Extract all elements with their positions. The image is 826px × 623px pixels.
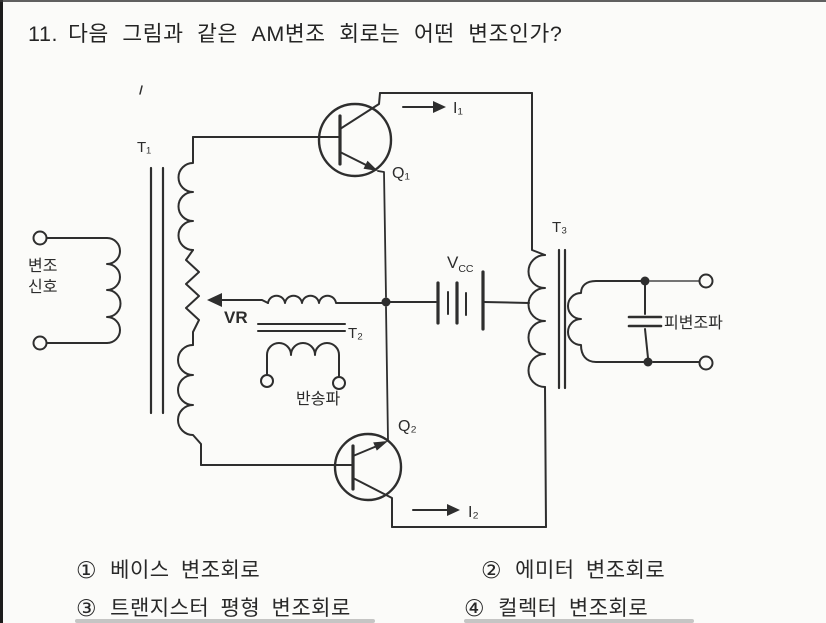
- q2-collector: [352, 477, 393, 528]
- q1-emitter-arrow: [363, 160, 378, 171]
- input-transformer-label: T₁: [137, 139, 151, 156]
- choice-4-marker: ④: [464, 595, 486, 621]
- output-label: 피변조파: [664, 314, 723, 332]
- input-terminal-bottom: [32, 335, 48, 351]
- input-terminal-top: [32, 230, 48, 246]
- output-primary-lead: [544, 386, 547, 528]
- scan-border-top: [0, 0, 826, 2]
- scan-artifact: [139, 85, 143, 95]
- output-terminal-top: [698, 273, 714, 289]
- q1-label: Q₁: [392, 165, 410, 182]
- junction-dot: [381, 297, 391, 307]
- transistor-q2: [333, 432, 403, 528]
- current-arrow-i1: [402, 101, 446, 113]
- carrier-terminal-left: [260, 374, 274, 388]
- scan-smudge-right: [464, 619, 694, 623]
- q1-collector: [339, 92, 381, 130]
- choice-3-marker: ③: [76, 595, 98, 621]
- choice-2-marker: ②: [481, 557, 503, 583]
- i2-label: I₂: [468, 504, 479, 521]
- output-transformer-label: T₃: [552, 219, 567, 236]
- choice-3: ③ 트랜지스터 평형 변조회로: [76, 592, 351, 622]
- emitter-rail-upper: [377, 170, 387, 298]
- output-primary-winding: [527, 254, 546, 388]
- vr-wiper: [207, 293, 269, 307]
- modulating-signal-label-line2: 신호: [28, 278, 57, 296]
- q2-label: Q₂: [398, 418, 417, 435]
- input-transformer-core: [149, 166, 165, 415]
- transistor-q1: [317, 92, 393, 178]
- question-text: 다음 그림과 같은 AM변조 회로는 어떤 변조인가?: [68, 22, 563, 46]
- right-rail: [531, 92, 546, 256]
- q2-emitter: [352, 445, 378, 457]
- output-network: [627, 273, 714, 371]
- current-arrow-i2: [412, 504, 460, 516]
- emitter-rail-lower: [385, 306, 389, 441]
- vr-label: VR: [224, 308, 248, 327]
- i1-label: I₁: [453, 100, 463, 117]
- output-node-bottom: [643, 357, 653, 367]
- choice-1: ① 베이스 변조회로: [76, 554, 260, 584]
- carrier-transformer: [257, 294, 383, 390]
- choice-4: ④ 컬렉터 변조회로: [464, 592, 648, 622]
- choice-1-marker: ①: [76, 557, 98, 583]
- battery-vcc: [389, 270, 530, 331]
- output-transformer: [527, 92, 649, 528]
- q1-emitter: [339, 151, 367, 166]
- carrier-input-winding: [266, 342, 340, 378]
- vcc-label: VCC: [447, 253, 474, 275]
- output-secondary-winding: [567, 280, 649, 363]
- modulating-signal-label-line1: 변조: [28, 257, 57, 275]
- carrier-series-winding: [267, 294, 383, 304]
- choice-4-label: 컬렉터 변조회로: [498, 597, 649, 620]
- output-terminal-bottom: [698, 355, 714, 371]
- input-secondary-winding: [177, 136, 202, 466]
- carrier-label: 반송파: [296, 390, 340, 408]
- question-number: 11.: [28, 22, 59, 46]
- scan-smudge-left: [75, 619, 375, 623]
- choice-3-label: 트랜지스터 평형 변조회로: [110, 597, 351, 620]
- input-terminals: [32, 230, 108, 351]
- carrier-terminal-right: [332, 376, 346, 390]
- q2-emitter-arrow: [373, 441, 388, 451]
- carrier-transformer-label: T₂: [348, 325, 363, 342]
- output-capacitor: [627, 284, 663, 359]
- choice-2: ② 에미터 변조회로: [481, 554, 665, 584]
- choice-1-label: 베이스 변조회로: [110, 559, 261, 582]
- output-node-top: [640, 276, 650, 286]
- choice-2-label: 에미터 변조회로: [515, 559, 666, 582]
- input-primary-coil: [106, 237, 122, 344]
- vr-resistive-section: [185, 249, 200, 346]
- question: 11. 다음 그림과 같은 AM변조 회로는 어떤 변조인가?: [28, 17, 562, 48]
- scan-border-left: [0, 0, 3, 623]
